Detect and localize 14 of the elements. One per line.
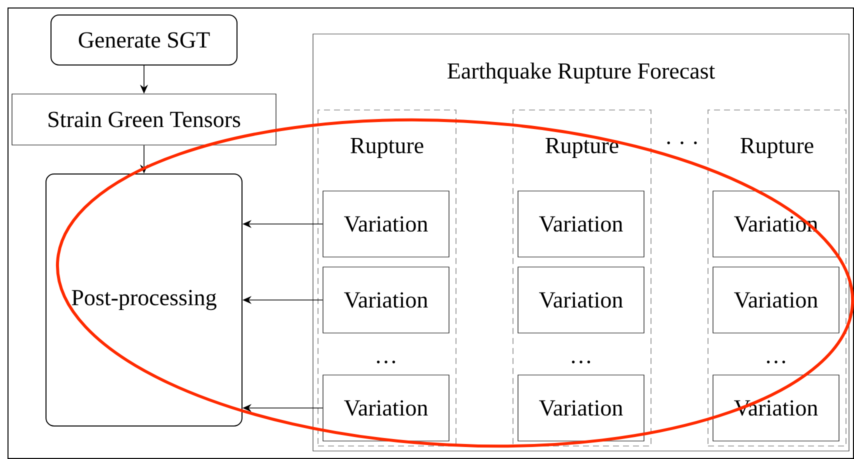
ellipsis: … [572,360,590,364]
process-box: Variation [518,374,644,442]
process-box: Variation [322,190,450,258]
process-box: Generate SGT [50,14,238,66]
process-box: Post-processing [46,174,242,426]
process-box: Variation [322,374,450,442]
ellipsis: … [376,360,396,364]
process-box: Strain Green Tensors [12,94,276,146]
ellipsis: … [766,360,786,364]
process-box: Variation [518,190,644,258]
process-box: Variation [518,266,644,334]
process-box: Variation [322,266,450,334]
process-box: Variation [712,266,840,334]
ellipsis: · · · [667,142,697,144]
